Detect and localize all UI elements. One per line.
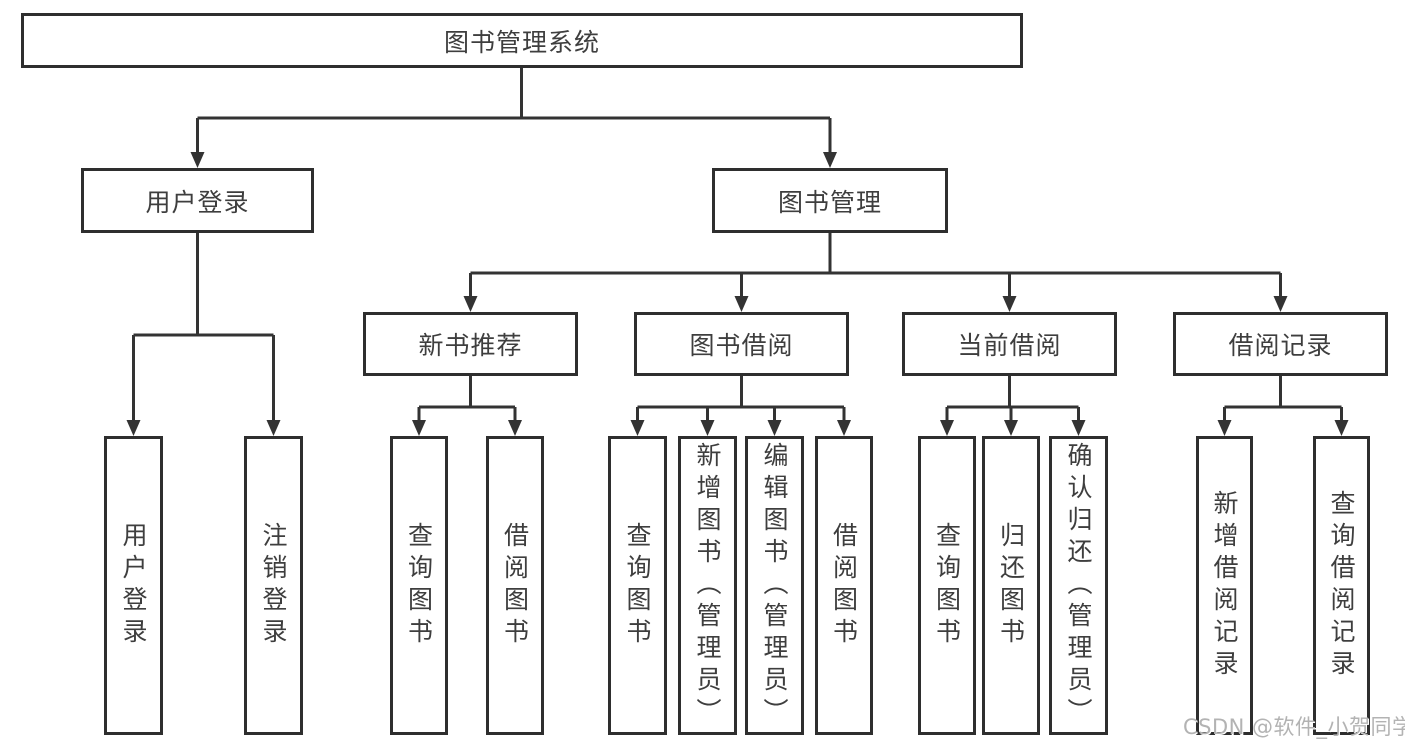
leaf-add-borrow-record-label: 新增借阅记录 (1210, 489, 1239, 682)
csdn-watermark: CSDN @软件_小贺同学 (1183, 715, 1405, 739)
leaf-add-books-admin-label: 新增图书（管理员） (693, 441, 722, 730)
connector-bookborrow-to-leaves (636, 376, 846, 420)
leaf-logout: 注销登录 (244, 436, 303, 735)
leaf-borrow-books-2: 借阅图书 (815, 436, 873, 735)
leaf-query-borrow-record: 查询借阅记录 (1313, 436, 1370, 735)
leaf-user-login: 用户登录 (104, 436, 163, 735)
node-root: 图书管理系统 (21, 13, 1023, 68)
node-current-borrowing: 当前借阅 (902, 312, 1117, 376)
node-user-login: 用户登录 (81, 168, 314, 233)
leaf-edit-books-admin-label: 编辑图书（管理员） (760, 441, 789, 730)
leaf-user-login-label: 用户登录 (119, 521, 148, 650)
leaf-edit-books-admin: 编辑图书（管理员） (745, 436, 804, 735)
leaf-add-borrow-record: 新增借阅记录 (1196, 436, 1253, 735)
connector-bookmgmt-to-level3 (469, 233, 1282, 296)
leaf-query-books-3-label: 查询图书 (932, 521, 962, 650)
connector-borrowrecords-to-leaves (1223, 376, 1343, 420)
connector-currentborrow-to-leaves (945, 376, 1080, 420)
arrowheads-level2 (190, 152, 837, 168)
leaf-query-books-2-label: 查询图书 (623, 521, 652, 650)
leaf-borrow-books-1-label: 借阅图书 (500, 521, 530, 650)
node-user-login-label: 用户登录 (145, 187, 250, 217)
node-book-management-label: 图书管理 (777, 187, 882, 217)
leaf-confirm-return-admin-label: 确认归还（管理员） (1064, 441, 1093, 730)
node-borrowing-records: 借阅记录 (1173, 312, 1388, 376)
leaf-add-books-admin: 新增图书（管理员） (678, 436, 737, 735)
leaf-return-books: 归还图书 (982, 436, 1040, 735)
node-book-borrowing-label: 图书借阅 (689, 331, 794, 360)
node-current-borrowing-label: 当前借阅 (957, 331, 1062, 360)
arrowheads-currentborrow-leaves (940, 420, 1086, 436)
leaf-return-books-label: 归还图书 (996, 521, 1026, 650)
leaf-logout-label: 注销登录 (259, 521, 288, 650)
leaf-query-books-1: 查询图书 (390, 436, 448, 735)
connector-root-to-level2 (196, 68, 832, 152)
arrowheads-userlogin-leaves (126, 420, 281, 436)
leaf-query-borrow-record-label: 查询借阅记录 (1327, 489, 1356, 682)
leaf-borrow-books-1: 借阅图书 (486, 436, 544, 735)
node-root-label: 图书管理系统 (443, 27, 600, 57)
leaf-query-books-2: 查询图书 (608, 436, 667, 735)
node-new-book-recommend: 新书推荐 (363, 312, 578, 376)
node-book-borrowing: 图书借阅 (634, 312, 849, 376)
leaf-confirm-return-admin: 确认归还（管理员） (1049, 436, 1108, 735)
leaf-borrow-books-2-label: 借阅图书 (829, 521, 859, 650)
leaf-query-books-3: 查询图书 (918, 436, 976, 735)
node-borrowing-records-label: 借阅记录 (1228, 331, 1333, 360)
arrowheads-newbooks-leaves (412, 420, 522, 436)
connector-newbooks-to-leaves (417, 376, 517, 420)
leaf-query-books-1-label: 查询图书 (404, 521, 434, 650)
node-book-management: 图书管理 (712, 168, 948, 233)
arrowheads-borrowrecords-leaves (1217, 420, 1349, 436)
arrowheads-level3 (463, 296, 1288, 312)
node-new-book-recommend-label: 新书推荐 (418, 331, 523, 360)
connector-userlogin-to-leaves (132, 233, 275, 420)
arrowheads-bookborrow-leaves (630, 420, 851, 436)
